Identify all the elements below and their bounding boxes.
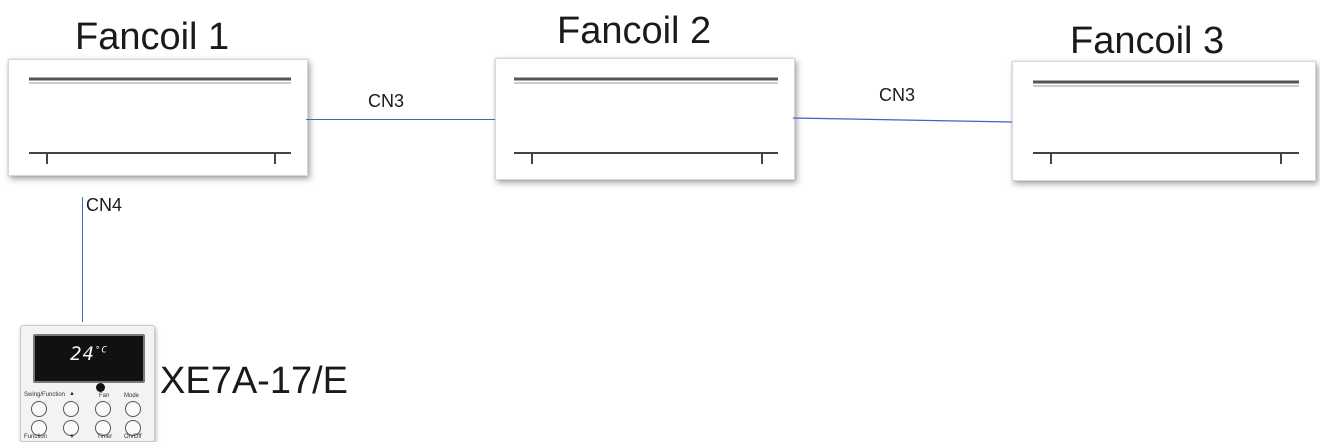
up-button[interactable]: [63, 401, 79, 417]
fancoil-3-unit: [1012, 61, 1316, 181]
on-off-button[interactable]: [125, 420, 141, 436]
cn3-wire-1-2: [306, 119, 495, 120]
fancoil-2-unit: [495, 58, 795, 180]
button-label-function: Function: [24, 434, 48, 440]
function-button[interactable]: [31, 420, 47, 436]
wall-controller: 24°C Swing/Function ▲ Fan Mode Function …: [20, 325, 155, 442]
cn3-label-2: CN3: [879, 85, 916, 105]
button-label-mode: Mode: [124, 393, 140, 399]
fancoil-3-title: Fancoil 3: [1070, 20, 1225, 62]
cn4-wire: [82, 197, 83, 322]
cn3-label-1: CN3: [368, 91, 405, 111]
button-label-down: ▼: [69, 434, 75, 440]
display-temperature: 24: [70, 343, 96, 365]
indicator-dot: [96, 383, 105, 392]
cn3-wire-2-3: [793, 117, 1013, 123]
fan-button[interactable]: [95, 401, 111, 417]
button-label-fan: Fan: [99, 393, 110, 399]
mode-button[interactable]: [125, 401, 141, 417]
timer-button[interactable]: [95, 420, 111, 436]
swing-button[interactable]: [31, 401, 47, 417]
button-label-up: ▲: [69, 391, 75, 397]
fancoil-2-title: Fancoil 2: [557, 10, 712, 52]
fancoil-1-title: Fancoil 1: [75, 16, 230, 58]
button-label-timer: Timer: [97, 434, 113, 440]
cn4-label: CN4: [86, 195, 123, 215]
controller-model-label: XE7A-17/E: [160, 360, 348, 402]
button-label-swing: Swing/Function: [24, 392, 66, 398]
controller-display: 24°C: [33, 334, 145, 383]
display-unit: °C: [95, 345, 108, 356]
fancoil-1-unit: [8, 59, 308, 176]
button-label-on-off: On/Off: [124, 434, 142, 440]
down-button[interactable]: [63, 420, 79, 436]
